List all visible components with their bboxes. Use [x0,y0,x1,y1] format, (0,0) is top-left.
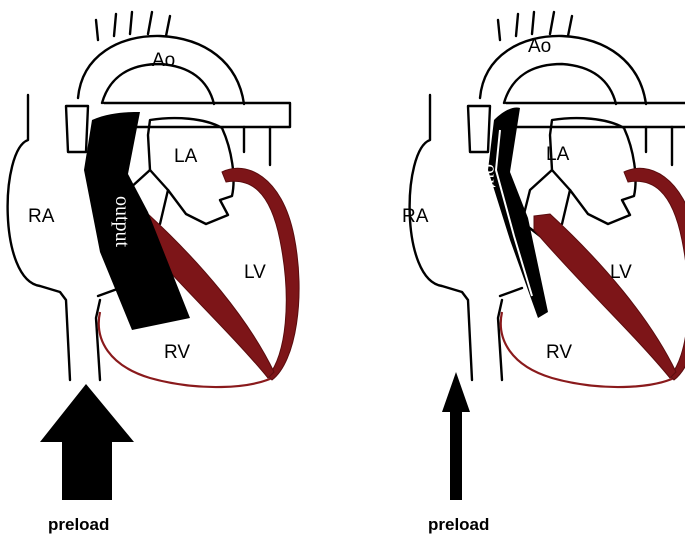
output-band [488,107,548,318]
output-label: output [111,196,133,248]
preload-arrow-thick [40,384,134,500]
label-ao: Ao [152,50,175,71]
label-rv: RV [546,342,572,363]
label-rv: RV [164,342,190,363]
label-lv: LV [610,262,632,283]
label-ra: RA [402,206,429,227]
label-la: LA [546,144,570,165]
preload-label: preload [428,515,489,534]
output-band [84,112,190,330]
panel-low-preload: output Ao LA RA LV RV preload [402,10,685,534]
label-lv: LV [244,262,266,283]
output-label: output [479,164,501,216]
panel-high-preload: output Ao LA RA LV RV preload [6,10,301,534]
label-la: LA [174,146,198,167]
label-ra: RA [28,206,55,227]
preload-label: preload [48,515,109,534]
preload-arrow-thin [442,372,470,500]
label-ao: Ao [528,36,551,57]
